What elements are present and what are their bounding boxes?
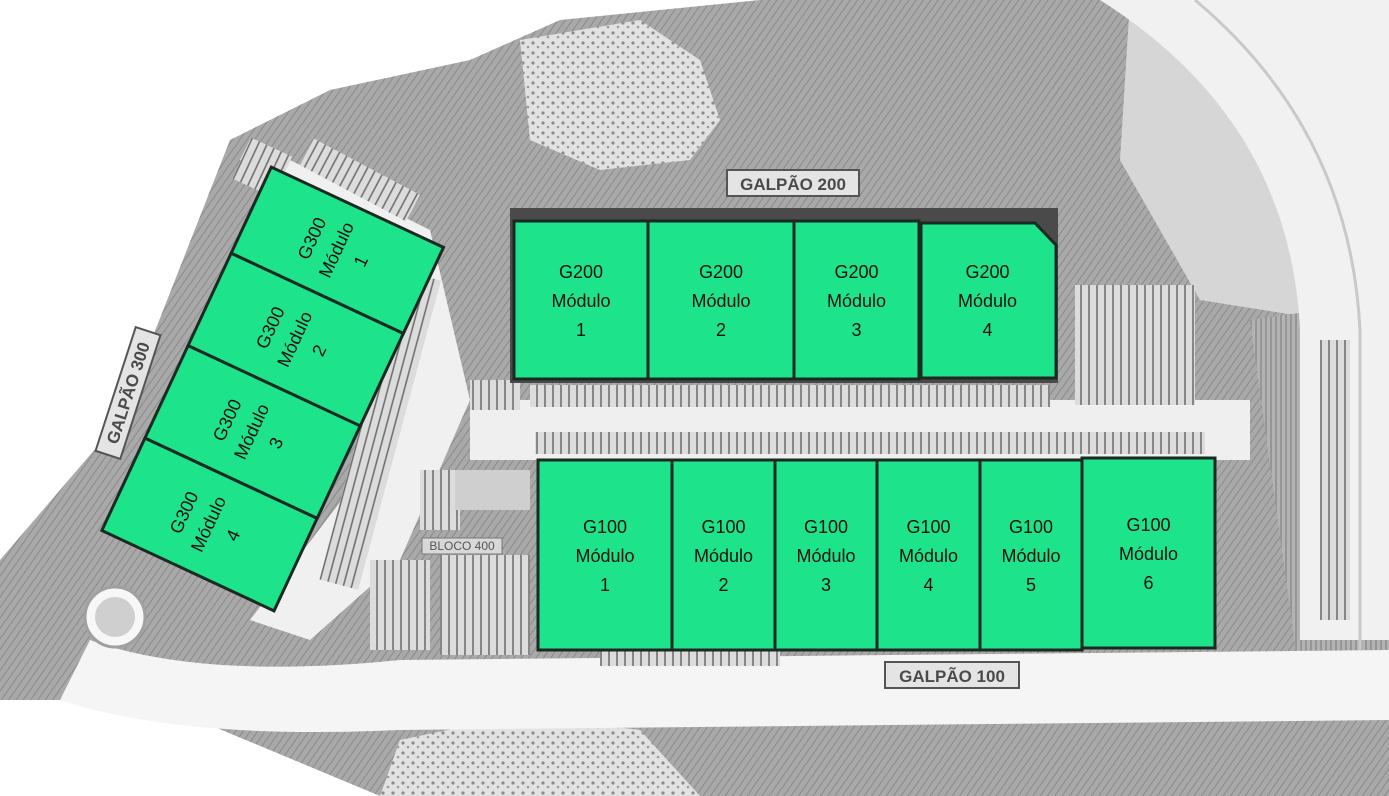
g100-module-5-line1: G100 [1009, 517, 1053, 537]
g100-module-4-line1: G100 [906, 517, 950, 537]
svg-text:GALPÃO 100: GALPÃO 100 [899, 666, 1005, 686]
g200-module-3-line3: 3 [851, 320, 861, 340]
g100-module-6-line2: Módulo [1119, 544, 1178, 564]
g100-module-5-line3: 5 [1026, 575, 1036, 595]
g100-module-3-line3: 3 [821, 575, 831, 595]
svg-text:GALPÃO 200: GALPÃO 200 [740, 174, 846, 194]
g200-module-1-line3: 1 [576, 320, 586, 340]
galpao-100-tag: GALPÃO 100 [884, 661, 1020, 689]
g100-module-6-line3: 6 [1143, 573, 1153, 593]
g100-module-4-line3: 4 [923, 575, 933, 595]
g200-module-1-line1: G200 [559, 262, 603, 282]
g200-module-4-line2: Módulo [958, 291, 1017, 311]
g200-module-2-line2: Módulo [691, 291, 750, 311]
g200-module-2-line3: 2 [716, 320, 726, 340]
g200-module-1-line2: Módulo [551, 291, 610, 311]
galpao-300: G300Módulo1G300Módulo2G300Módulo3G300Mód… [99, 165, 446, 613]
g100-module-4-line2: Módulo [899, 546, 958, 566]
galpao-200-tag: GALPÃO 200 [726, 169, 860, 197]
g200-module-4-line1: G200 [965, 262, 1009, 282]
g100-module-1-line3: 1 [600, 575, 610, 595]
g100-module-3-line2: Módulo [796, 546, 855, 566]
g100-module-6-line1: G100 [1126, 515, 1170, 535]
parking-areas [232, 137, 1350, 666]
galpao-100: G100Módulo1G100Módulo2G100Módulo3G100Mód… [536, 456, 1217, 652]
galpao-200: G200Módulo1G200Módulo2G200Módulo3G200Mód… [510, 208, 1058, 383]
g200-module-3-line1: G200 [834, 262, 878, 282]
g100-module-2-line3: 2 [718, 575, 728, 595]
bloco-400-tag: BLOCO 400 [421, 537, 503, 555]
g200-module-4-line3: 4 [982, 320, 992, 340]
svg-text:BLOCO 400: BLOCO 400 [429, 539, 495, 553]
g100-module-2-line1: G100 [701, 517, 745, 537]
g100-module-3-line1: G100 [804, 517, 848, 537]
g100-module-5-line2: Módulo [1001, 546, 1060, 566]
g100-module-1-line1: G100 [583, 517, 627, 537]
g100-module-2-line2: Módulo [694, 546, 753, 566]
g200-module-2-line1: G200 [699, 262, 743, 282]
g200-module-3-line2: Módulo [827, 291, 886, 311]
g100-module-1-line2: Módulo [575, 546, 634, 566]
